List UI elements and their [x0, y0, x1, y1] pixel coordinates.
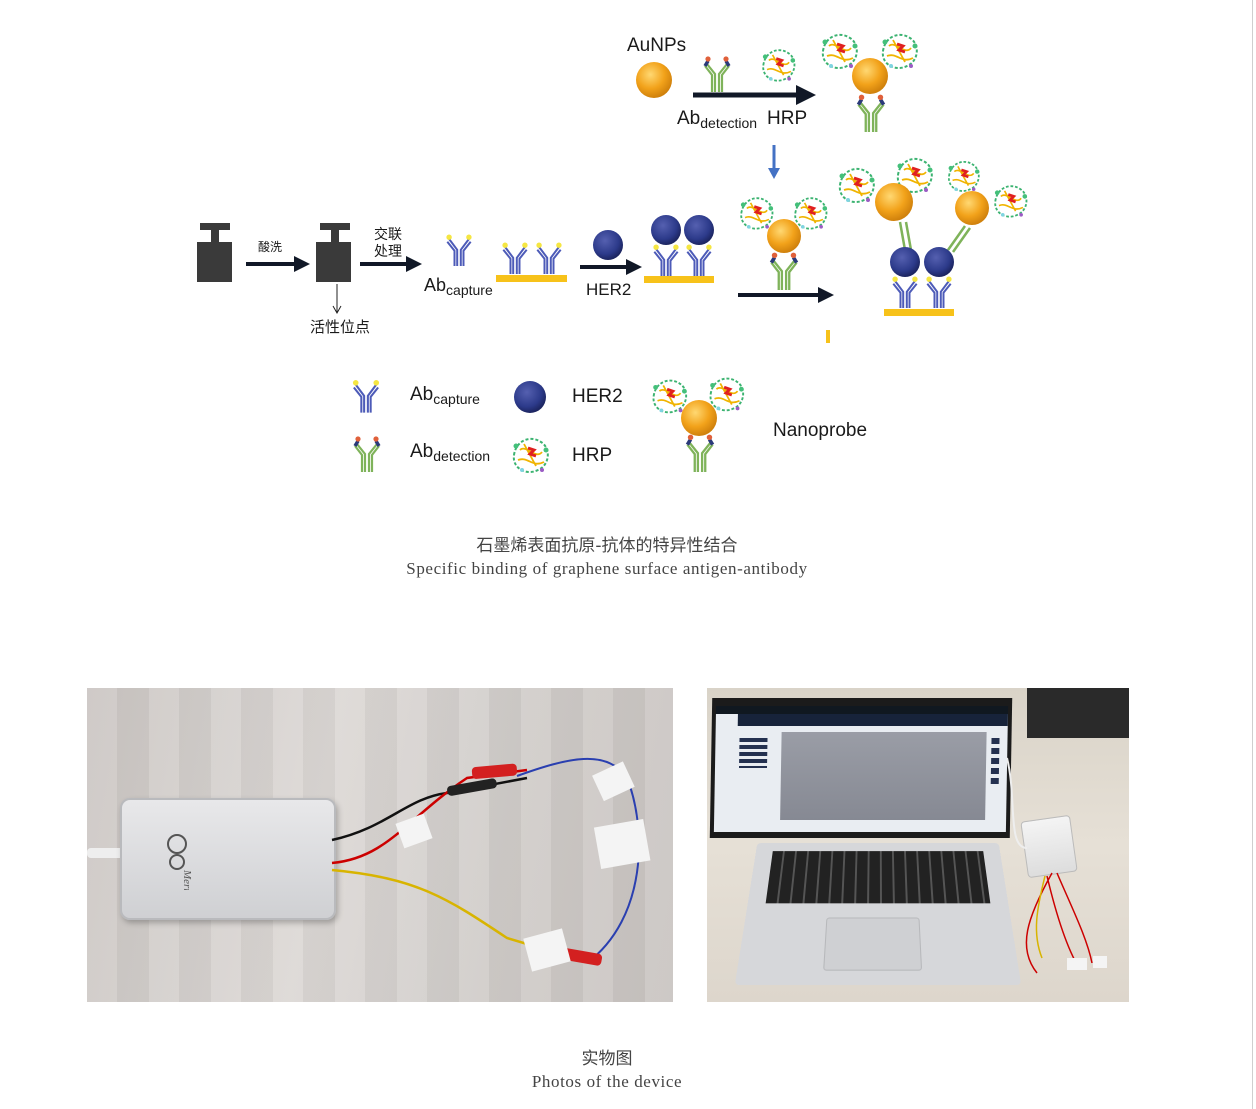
her2-icon: [593, 230, 623, 260]
aunp-icon: [636, 62, 672, 98]
photos-caption-en: Photos of the device: [531, 1072, 683, 1091]
bare-electrode-icon: [197, 223, 232, 282]
device-photo: Merrime: [87, 688, 673, 1002]
ab-detection-label: Abdetection: [677, 108, 758, 131]
nanoprobe-icon: [739, 196, 829, 290]
nanoprobe-product: [821, 33, 919, 132]
detection-antibody-icon: [703, 54, 731, 92]
device-logo: Merrime: [167, 834, 192, 890]
legend-ab-detection: Abdetection: [410, 441, 491, 464]
acid-wash-label: 酸洗: [258, 240, 283, 254]
legend-nanoprobe-icon: [651, 377, 746, 472]
photos-caption-cn: 实物图: [581, 1049, 633, 1069]
legend-hrp-icon: [512, 437, 550, 474]
aunps-label: AuNPs: [627, 35, 687, 56]
activated-electrode-icon: [316, 223, 351, 282]
diagram-caption-cn: 石墨烯表面抗原-抗体的特异性结合: [476, 536, 738, 556]
binding-diagram: [197, 33, 1029, 474]
sandwich-complex: [838, 157, 1029, 316]
capture-antibody-icon: [445, 233, 473, 266]
crosslink-label-line2: 处理: [374, 244, 402, 260]
legend-ab-capture: Abcapture: [410, 384, 480, 407]
wires-and-clips: [1006, 757, 1107, 974]
hrp-label: HRP: [767, 108, 808, 129]
measurement-device: Merrime: [120, 798, 336, 920]
legend-hrp: HRP: [572, 445, 613, 466]
ab-capture-label: Abcapture: [424, 275, 493, 298]
her2-bound-electrode: [644, 215, 714, 283]
legend-detection-antibody-icon: [353, 434, 381, 472]
wires-and-clips: [331, 758, 651, 972]
hrp-icon: [761, 48, 797, 83]
capture-antibody-on-graphene: [496, 241, 567, 282]
active-site-label: 活性位点: [310, 318, 371, 336]
laptop-photo: [707, 688, 1129, 1002]
her2-label: HER2: [586, 280, 632, 299]
legend-her2-icon: [514, 381, 546, 413]
graphene-mark: [826, 330, 830, 343]
svg-text:Merrime: Merrime: [181, 869, 192, 890]
legend-her2: HER2: [572, 386, 623, 407]
crosslink-label-line1: 交联: [374, 227, 402, 243]
diagram-caption-en: Specific binding of graphene surface ant…: [406, 559, 808, 578]
page-edge-divider: [1252, 0, 1253, 1109]
active-site-pointer-arrow: [332, 284, 342, 315]
legend-capture-antibody-icon: [352, 378, 380, 413]
legend-nanoprobe: Nanoprobe: [773, 420, 868, 441]
